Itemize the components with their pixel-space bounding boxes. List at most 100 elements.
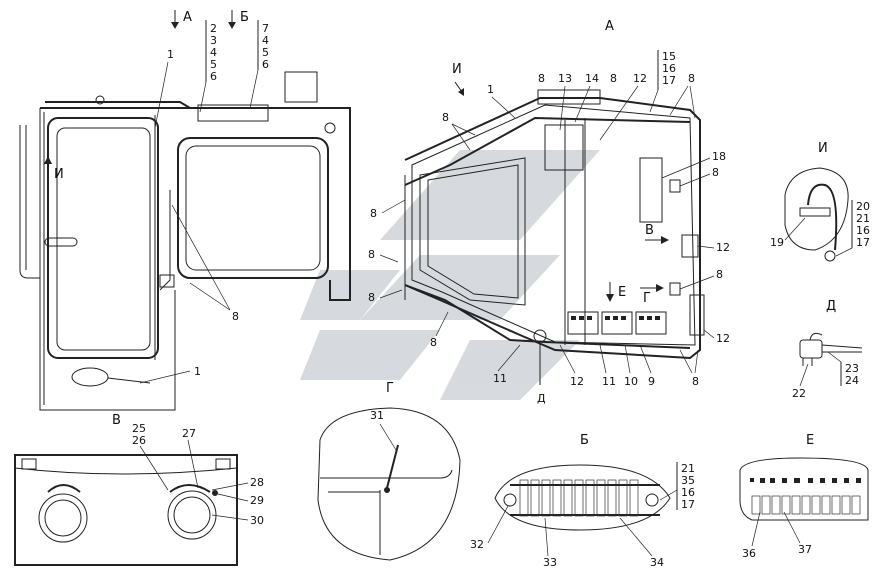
view-arrow-i-left: И — [44, 156, 64, 182]
callout-1: 1 — [194, 365, 201, 378]
callout-8: 8 — [442, 111, 449, 124]
callout-stack-15-17: 15 16 17 — [649, 50, 676, 113]
callout-8: 8 — [368, 291, 375, 304]
cab-front-view — [19, 71, 351, 411]
view-arrow-b: Б — [228, 10, 249, 29]
stack-item: 16 — [856, 224, 870, 237]
stack-item: 2 — [210, 22, 217, 35]
callout-32: 32 — [470, 538, 484, 551]
callout-13: 13 — [558, 72, 572, 85]
callout-8: 8 — [692, 375, 699, 388]
detail-b — [494, 464, 671, 531]
view-arrow-v: В — [645, 223, 669, 244]
view-label-g: Г — [643, 291, 651, 306]
callout-12: 12 — [716, 332, 730, 345]
view-label-d: Д — [537, 392, 546, 405]
callout-stack-7-6: 7 4 5 6 — [249, 20, 269, 109]
callout-8: 8 — [716, 268, 723, 281]
stack-item: 5 — [210, 58, 217, 71]
view-arrow-g: Г — [640, 284, 664, 306]
callout-8: 8 — [368, 248, 375, 261]
stack-item: 4 — [262, 34, 269, 47]
callout-25: 25 — [132, 422, 146, 435]
view-title-d: Д — [826, 299, 836, 314]
callout-22: 22 — [792, 387, 806, 400]
callout-8: 8 — [610, 72, 617, 85]
stack-item: 7 — [262, 22, 269, 35]
stack-item: 6 — [262, 58, 269, 71]
callout-8: 8 — [688, 72, 695, 85]
callout-28: 28 — [250, 476, 264, 489]
view-arrow-e: Е — [606, 282, 626, 302]
stack-item: 17 — [681, 498, 695, 511]
detail-g — [317, 407, 461, 561]
detail-d — [799, 332, 863, 366]
callout-8: 8 — [538, 72, 545, 85]
callout-30: 30 — [250, 514, 264, 527]
callout-33: 33 — [543, 556, 557, 569]
callout-12: 12 — [716, 241, 730, 254]
stack-item: 21 — [856, 212, 870, 225]
callout-10: 10 — [624, 375, 638, 388]
callout-9: 9 — [648, 375, 655, 388]
stack-item: 17 — [662, 74, 676, 87]
view-title-b: Б — [580, 433, 589, 448]
stack-item: 21 — [681, 462, 695, 475]
callout-8: 8 — [430, 336, 437, 349]
watermark-logo — [300, 150, 600, 400]
callout-8: 8 — [712, 166, 719, 179]
callout-stack-21-17: 21 35 16 17 — [659, 462, 695, 511]
view-label-v: В — [645, 223, 654, 238]
stack-item: 23 — [845, 362, 859, 375]
stack-item: 4 — [210, 46, 217, 59]
view-title-g: Г — [386, 381, 394, 396]
callout-12: 12 — [570, 375, 584, 388]
callout-26: 26 — [132, 434, 146, 447]
view-title-e: Е — [806, 433, 814, 448]
callout-1: 1 — [487, 83, 494, 96]
callout-stack-2-6: 2 3 4 5 6 — [199, 20, 217, 113]
callout-8: 8 — [370, 207, 377, 220]
stack-item: 20 — [856, 200, 870, 213]
view-label-i: И — [452, 62, 462, 77]
callout-31: 31 — [370, 409, 384, 422]
view-label-e: Е — [618, 285, 626, 300]
callout-34: 34 — [650, 556, 664, 569]
detail-i — [784, 167, 849, 262]
view-title-v: В — [112, 413, 121, 428]
stack-item: 3 — [210, 34, 217, 47]
callout-37: 37 — [798, 543, 812, 556]
detail-v — [14, 454, 238, 566]
stack-item: 35 — [681, 474, 695, 487]
stack-item: 5 — [262, 46, 269, 59]
callout-1: 1 — [167, 48, 174, 61]
detail-e — [739, 457, 869, 521]
stack-item: 6 — [210, 70, 217, 83]
callout-12: 12 — [633, 72, 647, 85]
view-title-i: И — [818, 141, 828, 156]
stack-item: 17 — [856, 236, 870, 249]
callout-18: 18 — [712, 150, 726, 163]
view-arrow-i: И — [452, 62, 464, 96]
stack-item: 16 — [662, 62, 676, 75]
view-title-a: А — [605, 19, 614, 34]
stack-item: 24 — [845, 374, 859, 387]
callout-29: 29 — [250, 494, 264, 507]
callout-36: 36 — [742, 547, 756, 560]
callout-stack-23-24: 23 24 — [827, 351, 859, 387]
callout-27: 27 — [182, 427, 196, 440]
callout-14: 14 — [585, 72, 599, 85]
view-label-b: Б — [240, 10, 249, 25]
cab-top-view — [404, 89, 705, 385]
view-arrow-a: А — [171, 10, 192, 29]
callout-11: 11 — [493, 372, 507, 385]
view-label-a: А — [183, 10, 192, 25]
callout-stack-20-17: 20 21 16 17 — [835, 200, 870, 257]
stack-item: 15 — [662, 50, 676, 63]
callout-19: 19 — [770, 236, 784, 249]
callout-8: 8 — [232, 310, 239, 323]
view-label-i-left: И — [54, 167, 64, 182]
callout-11: 11 — [602, 375, 616, 388]
